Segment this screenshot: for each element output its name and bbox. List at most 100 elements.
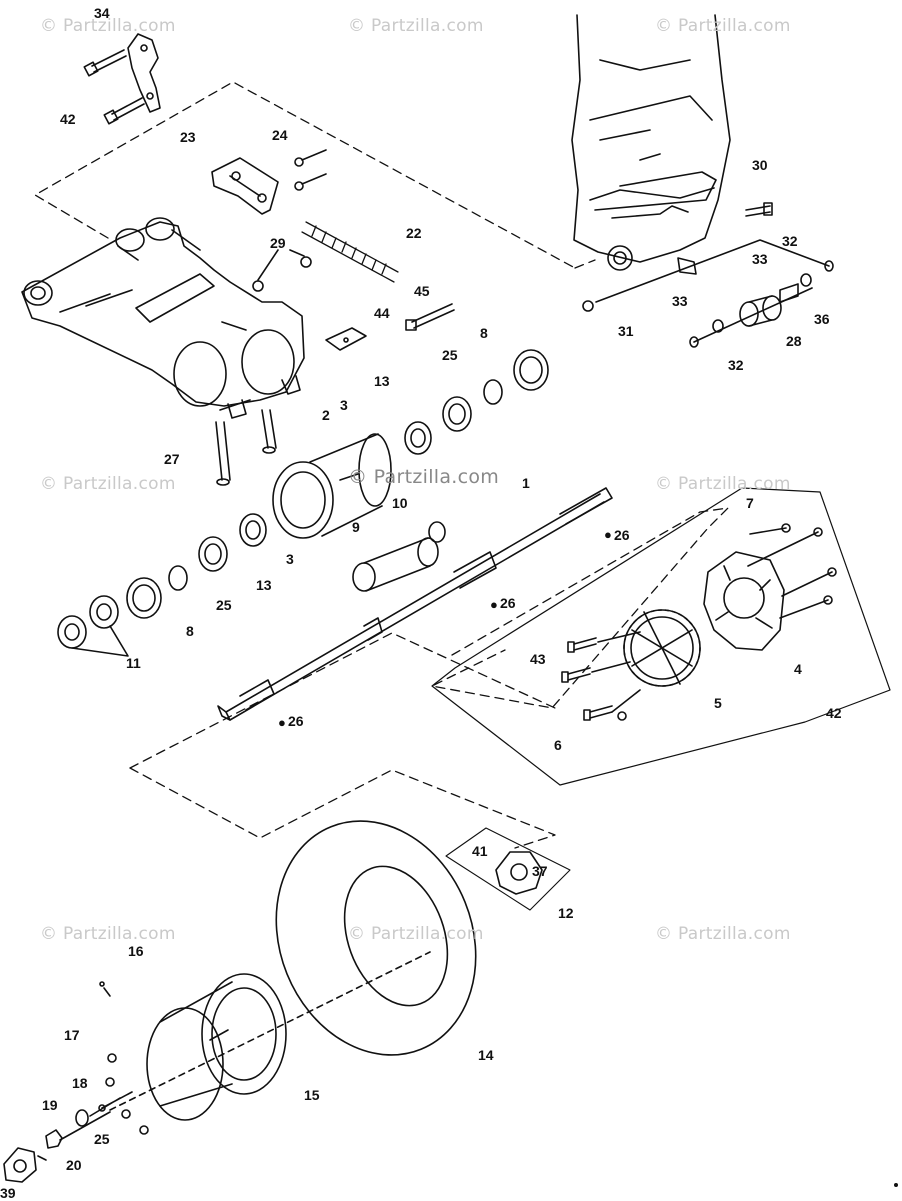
bearing-housing-2 [272, 433, 392, 539]
callout-34: 34 [94, 5, 110, 21]
callout-36: 36 [814, 311, 830, 327]
kit-boundary [431, 487, 891, 786]
callout-11: 11 [126, 655, 141, 671]
callout-40: 41 [472, 843, 488, 859]
bolt-43 [561, 637, 613, 721]
leader [71, 625, 129, 657]
callout-16: 16 [128, 943, 144, 959]
callout-28: 29 [270, 235, 286, 251]
callout-43: 43 [530, 651, 546, 667]
page-dot [894, 1183, 898, 1187]
callout-29: 28 [786, 333, 802, 349]
watermark: © Partzilla.com [655, 16, 791, 36]
watermark: © Partzilla.com [40, 16, 176, 36]
bearing-13-lower [198, 536, 228, 572]
callout-27: 27 [164, 451, 180, 467]
swing-arm [21, 217, 305, 419]
callout-32: 32 [782, 233, 798, 249]
ring-25-lower [168, 565, 188, 591]
cotter-pin-45 [405, 303, 455, 331]
chain-slider-21 [301, 221, 399, 283]
callout-8: 8 [186, 623, 194, 639]
callout-1: 1 [522, 475, 530, 491]
callout-6: 6 [554, 737, 562, 753]
dashed-group-outline [34, 81, 729, 849]
callout-44: 44 [374, 305, 390, 321]
callout-25: 25 [216, 597, 232, 613]
callout-17: 17 [64, 1027, 80, 1043]
pin-24 [98, 1104, 106, 1112]
callout-26: 26 [500, 595, 516, 611]
cotter-pin-20 [37, 1155, 47, 1161]
callout-26: 26 [288, 713, 304, 729]
callout-5: 5 [714, 695, 722, 711]
callout-41: 42 [60, 111, 76, 127]
ring-25-upper [483, 379, 503, 405]
oil-drop-icon: ● [278, 715, 286, 730]
oil-drop-icon: ● [490, 597, 498, 612]
bracket-34 [127, 33, 161, 113]
callout-37: 37 [532, 863, 548, 879]
bolt-41-upper [83, 49, 127, 77]
leader [693, 287, 813, 343]
valve-16 [99, 981, 111, 997]
wheel-nut-17 [105, 1053, 149, 1135]
wheel-rim-15 [109, 951, 431, 1121]
callout-10: 10 [392, 495, 408, 511]
wheel-hub-12 [495, 851, 543, 895]
callout-33: 33 [672, 293, 688, 309]
chain-guide-22 [211, 157, 279, 215]
callout-19: 19 [42, 1097, 58, 1113]
callout-2: 2 [322, 407, 330, 423]
nut-11 [57, 595, 119, 649]
bolt-41-lower [103, 97, 145, 125]
callout-15: 15 [304, 1087, 320, 1103]
callout-24: 25 [94, 1131, 110, 1147]
callout-9: 9 [352, 519, 360, 535]
callout-22: 23 [180, 129, 196, 145]
callout-14: 14 [478, 1047, 494, 1063]
callout-21: 22 [406, 225, 422, 241]
screw-23 [294, 149, 327, 191]
leader [257, 249, 305, 281]
nut-6 [617, 711, 627, 721]
callout-23: 24 [272, 127, 288, 143]
callout-18: 18 [72, 1075, 88, 1091]
watermark: © Partzilla.com [655, 924, 791, 944]
nut-31 [582, 300, 594, 312]
sleeve-36 [779, 283, 799, 303]
bearing-3-upper [404, 421, 432, 455]
callout-32: 32 [728, 357, 744, 373]
callout-3: 3 [286, 551, 294, 567]
callout-39: 39 [0, 1185, 16, 1201]
watermark: © Partzilla.com [348, 924, 484, 944]
callout-12: 12 [558, 905, 574, 921]
callout-3: 3 [340, 397, 348, 413]
spacer-tube-9 [352, 537, 439, 592]
callout-7: 7 [746, 495, 754, 511]
tire-14 [275, 820, 477, 1056]
watermark: © Partzilla.com [40, 924, 176, 944]
callout-25: 25 [442, 347, 458, 363]
washer-33 [712, 273, 812, 333]
leader [747, 527, 833, 619]
sprocket-5 [623, 609, 701, 687]
callout-45: 45 [414, 283, 430, 299]
oil-drop-icon: ● [604, 527, 612, 542]
callout-31: 31 [618, 323, 634, 339]
callout-8: 8 [480, 325, 488, 341]
sprocket-hub-4 [703, 551, 785, 651]
watermark: © Partzilla.com [348, 466, 500, 488]
seal-8-lower [126, 577, 162, 619]
leader [445, 827, 571, 911]
nut-19 [45, 1129, 63, 1149]
callout-33: 33 [752, 251, 768, 267]
watermark: © Partzilla.com [40, 474, 176, 494]
callout-20: 20 [66, 1157, 82, 1173]
frame-section [571, 14, 731, 275]
callout-30: 30 [752, 157, 768, 173]
bearing-13-upper [442, 396, 472, 432]
watermark: © Partzilla.com [348, 16, 484, 36]
cap-39 [3, 1147, 37, 1183]
